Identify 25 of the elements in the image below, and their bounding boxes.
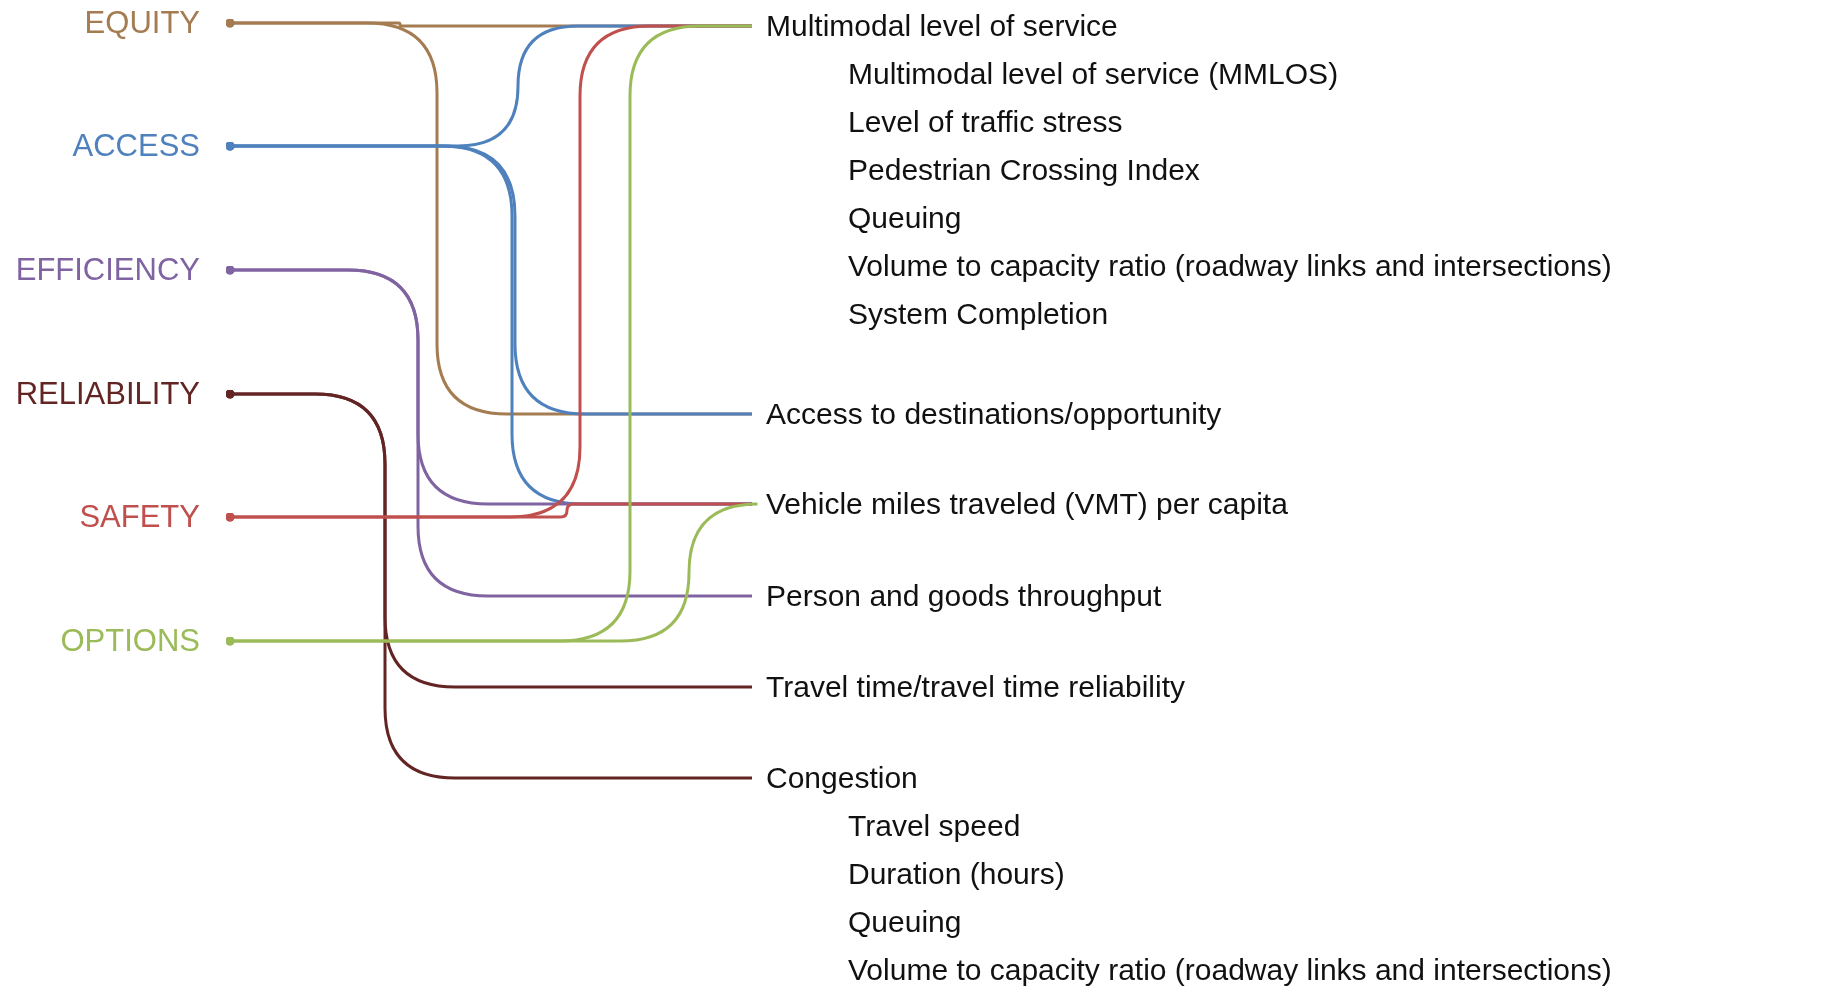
- category-label: ACCESS: [0, 126, 228, 166]
- measure-item: Duration (hours): [848, 856, 1065, 892]
- measure-heading: Congestion: [766, 760, 918, 796]
- measure-heading: Person and goods throughput: [766, 578, 1162, 614]
- measure-item: Pedestrian Crossing Index: [848, 152, 1200, 188]
- measure-item: Multimodal level of service (MMLOS): [848, 56, 1339, 92]
- category-label: OPTIONS: [0, 621, 228, 661]
- measure-item: Level of traffic stress: [848, 104, 1123, 140]
- measure-item: Volume to capacity ratio (roadway links and intersections): [848, 952, 1612, 988]
- measure-item: Volume to capacity ratio (roadway links and intersections): [848, 248, 1612, 284]
- measure-item: Queuing: [848, 200, 962, 236]
- measure-item: Travel speed: [848, 808, 1021, 844]
- measure-item: Queuing: [848, 904, 962, 940]
- measure-heading: Travel time/travel time reliability: [766, 669, 1185, 705]
- category-label: EQUITY: [0, 3, 228, 43]
- connector-line: [225, 502, 759, 646]
- category-label: EFFICIENCY: [0, 250, 228, 290]
- measure-item: System Completion: [848, 296, 1109, 332]
- connector-line: [225, 389, 752, 780]
- measure-heading: Multimodal level of service: [766, 8, 1118, 44]
- connector-line: [225, 265, 752, 598]
- category-label: RELIABILITY: [0, 374, 228, 414]
- measure-heading: Access to destinations/opportunity: [766, 396, 1222, 432]
- measure-heading: Vehicle miles traveled (VMT) per capita: [766, 486, 1288, 522]
- category-label: SAFETY: [0, 497, 228, 537]
